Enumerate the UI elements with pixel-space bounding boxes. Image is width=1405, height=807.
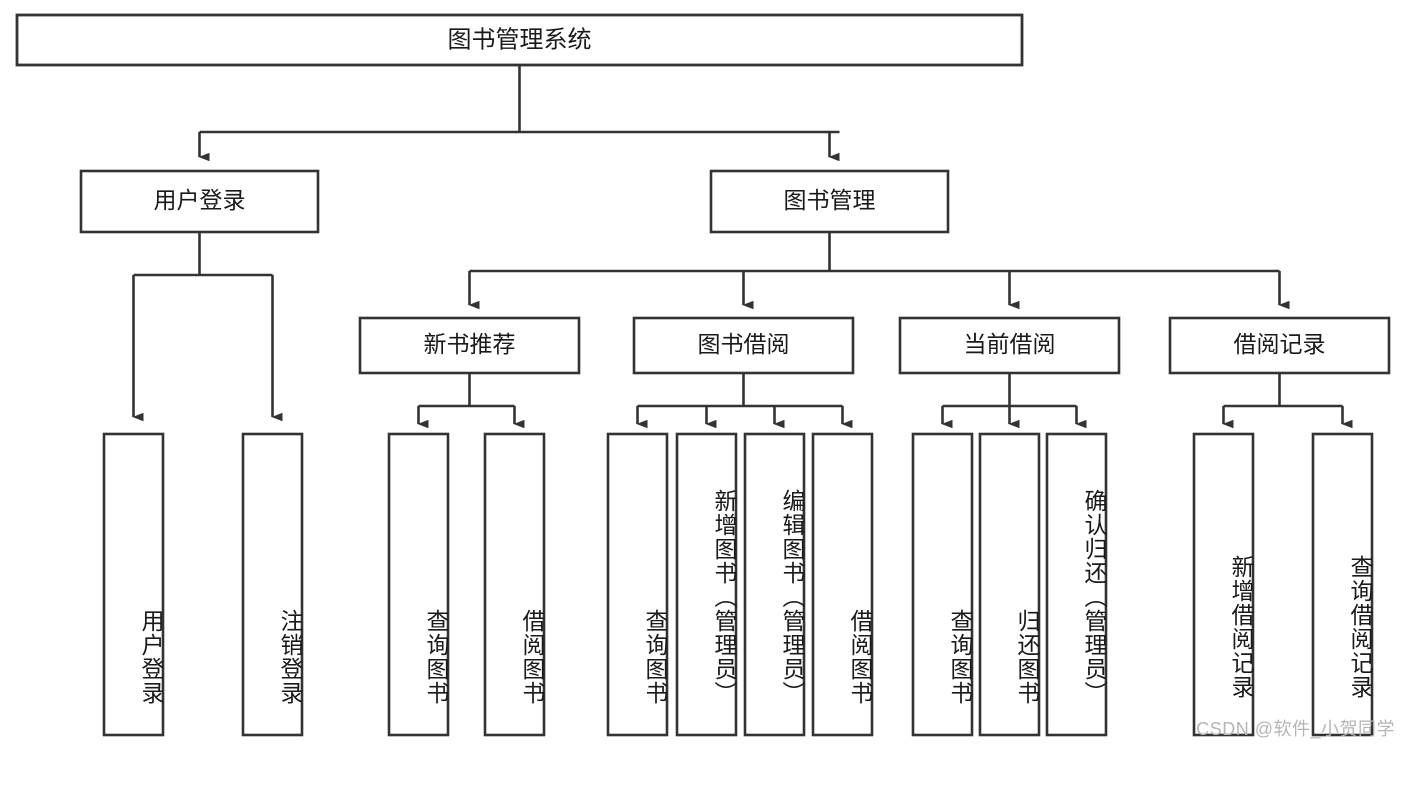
node-book-management-rect: [709, 169, 950, 234]
node-book-management-label: 图书管理: [784, 187, 876, 213]
node-user-login-label: 用户登录: [154, 187, 246, 213]
node-current-borrow-rect: [898, 316, 1121, 375]
leaf-rect-br-query-record[interactable]: [1311, 432, 1374, 737]
leaf-rect-nb-borrow-book[interactable]: [483, 432, 546, 737]
node-root-label: 图书管理系统: [448, 26, 592, 53]
node-book-borrow-rect: [632, 316, 855, 375]
node-book-management[interactable]: 图书管理: [709, 169, 950, 234]
node-new-book-recommend-rect: [358, 316, 581, 375]
leaf-rect-user-login[interactable]: [102, 432, 165, 737]
connector-book-borrow-to-leaves: [636, 373, 853, 429]
node-current-borrow[interactable]: 当前借阅: [898, 316, 1121, 375]
node-user-login-rect: [79, 169, 320, 234]
leaf-rect-bb-query-book[interactable]: [606, 432, 669, 737]
leaf-rect-bb-add-book[interactable]: [675, 432, 738, 737]
node-current-borrow-label: 当前借阅: [964, 331, 1056, 357]
node-borrow-record-rect: [1168, 316, 1391, 375]
connector-user-login-to-leaves: [132, 232, 283, 422]
leaf-rect-logout[interactable]: [241, 432, 304, 737]
diagram-canvas: 图书管理系统 用户登录 图书管理 新书推荐 图书借阅 当前借阅 借阅记录: [15, 13, 1391, 737]
leaf-rect-cb-confirm-return[interactable]: [1045, 432, 1108, 737]
connector-book-manage-to-level3: [468, 232, 1290, 310]
node-user-login[interactable]: 用户登录: [79, 169, 320, 234]
leaf-rect-br-add-record[interactable]: [1192, 432, 1255, 737]
connector-current-borrow-to-leaves: [941, 373, 1087, 429]
node-new-book-recommend-label: 新书推荐: [424, 331, 516, 357]
node-borrow-record-label: 借阅记录: [1234, 331, 1326, 357]
node-root-rect: [15, 13, 1024, 67]
node-book-borrow-label: 图书借阅: [698, 331, 790, 357]
node-root-book-management-system[interactable]: 图书管理系统: [15, 13, 1024, 67]
connector-new-book-to-leaves: [417, 373, 525, 429]
node-borrow-record[interactable]: 借阅记录: [1168, 316, 1391, 375]
connector-borrow-record-to-leaves: [1222, 373, 1353, 429]
leaf-rect-cb-return-book[interactable]: [978, 432, 1041, 737]
flowchart-diagram: 图书管理系统 用户登录 图书管理 新书推荐 图书借阅 当前借阅 借阅记录: [15, 13, 1395, 739]
node-book-borrow[interactable]: 图书借阅: [632, 316, 855, 375]
leaf-rect-nb-query-book[interactable]: [387, 432, 450, 737]
node-new-book-recommend[interactable]: 新书推荐: [358, 316, 581, 375]
watermark-text: CSDN @软件_小贺同学: [1196, 719, 1395, 739]
leaf-rect-bb-borrow-book[interactable]: [811, 432, 874, 737]
leaf-rect-bb-edit-book[interactable]: [743, 432, 806, 737]
leaf-rect-cb-query-book[interactable]: [911, 432, 974, 737]
connector-root-to-level2: [198, 65, 840, 162]
